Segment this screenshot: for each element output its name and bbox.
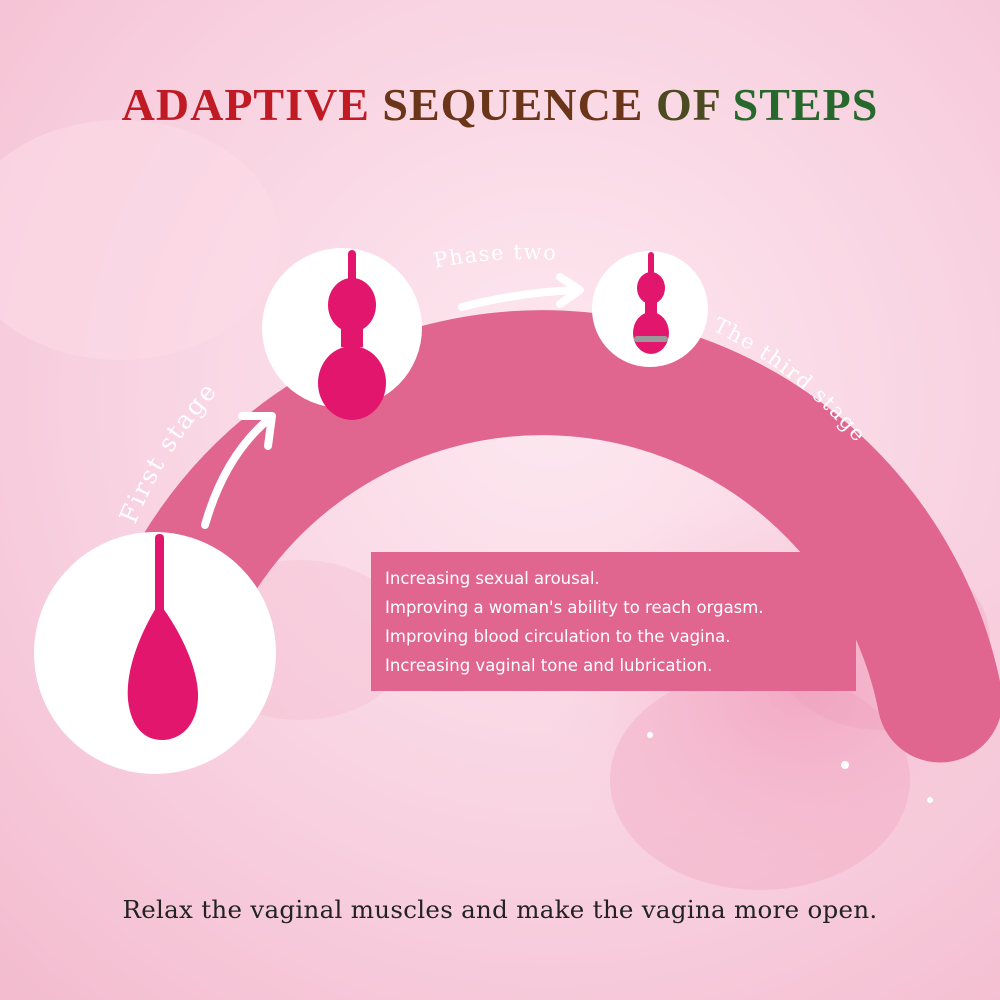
benefit-item: Improving a woman's ability to reach org… bbox=[385, 598, 764, 617]
footer-caption: Relax the vaginal muscles and make the v… bbox=[122, 895, 878, 924]
title-word-of: OF bbox=[656, 79, 733, 130]
benefit-item: Increasing sexual arousal. bbox=[385, 569, 600, 588]
double-kegel-ball bbox=[318, 250, 386, 420]
benefit-item: Increasing vaginal tone and lubrication. bbox=[385, 656, 713, 675]
title-word-sequence: SEQUENCE bbox=[382, 79, 656, 130]
stage-two-circle bbox=[262, 248, 422, 420]
arrow-icon bbox=[458, 273, 584, 311]
single-kegel-ball bbox=[127, 534, 199, 740]
arrow-icon bbox=[201, 412, 276, 529]
page-title: ADAPTIVE SEQUENCE OF STEPS bbox=[0, 78, 1000, 131]
progress-arch bbox=[92, 310, 1000, 763]
title-word-adaptive: ADAPTIVE bbox=[121, 79, 383, 130]
stage-one-circle bbox=[34, 532, 276, 774]
title-word-steps: STEPS bbox=[732, 79, 879, 130]
stage-three-circle bbox=[592, 251, 708, 367]
weighted-kegel-ball bbox=[633, 252, 669, 354]
benefit-item: Improving blood circulation to the vagin… bbox=[385, 627, 731, 646]
benefits-box: Increasing sexual arousal. Improving a w… bbox=[371, 552, 856, 691]
